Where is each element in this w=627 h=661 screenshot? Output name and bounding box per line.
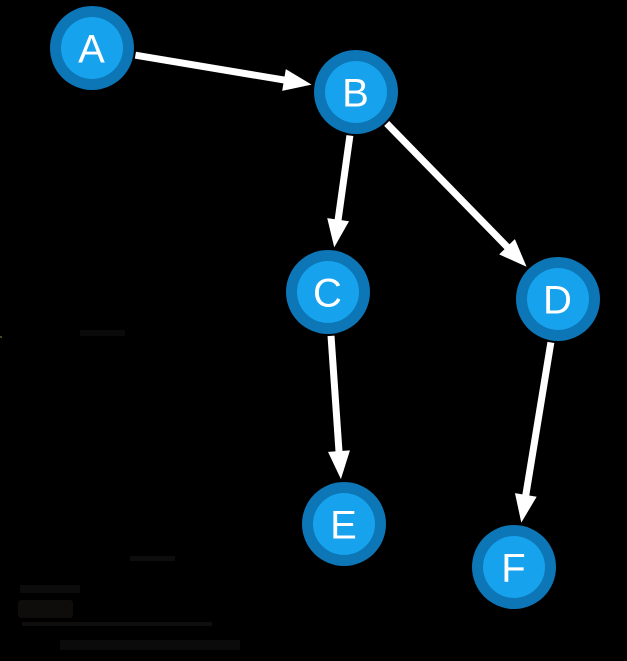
nodes-layer: A B C D E F [50, 6, 600, 609]
node-body [325, 61, 387, 123]
edge-C-E [327, 335, 350, 480]
node-label: A [78, 28, 106, 72]
node-label: D [543, 279, 573, 323]
edge-D-F [514, 341, 555, 523]
node-body [483, 536, 545, 598]
node-label: E [330, 504, 358, 548]
node-body [61, 17, 123, 79]
node-label: B [342, 72, 370, 116]
edge-A-B [134, 51, 312, 91]
node-E[interactable]: E [302, 482, 386, 566]
node-body [313, 493, 375, 555]
node-C[interactable]: C [286, 250, 370, 334]
node-body [527, 268, 589, 330]
node-B[interactable]: B [314, 50, 398, 134]
edge-B-C [327, 135, 354, 248]
edges-layer [134, 51, 555, 523]
node-body [297, 261, 359, 323]
node-label: F [501, 547, 526, 591]
node-label: C [313, 272, 343, 316]
node-A[interactable]: A [50, 6, 134, 90]
edge-B-D [384, 121, 527, 267]
node-D[interactable]: D [516, 257, 600, 341]
node-F[interactable]: F [472, 525, 556, 609]
